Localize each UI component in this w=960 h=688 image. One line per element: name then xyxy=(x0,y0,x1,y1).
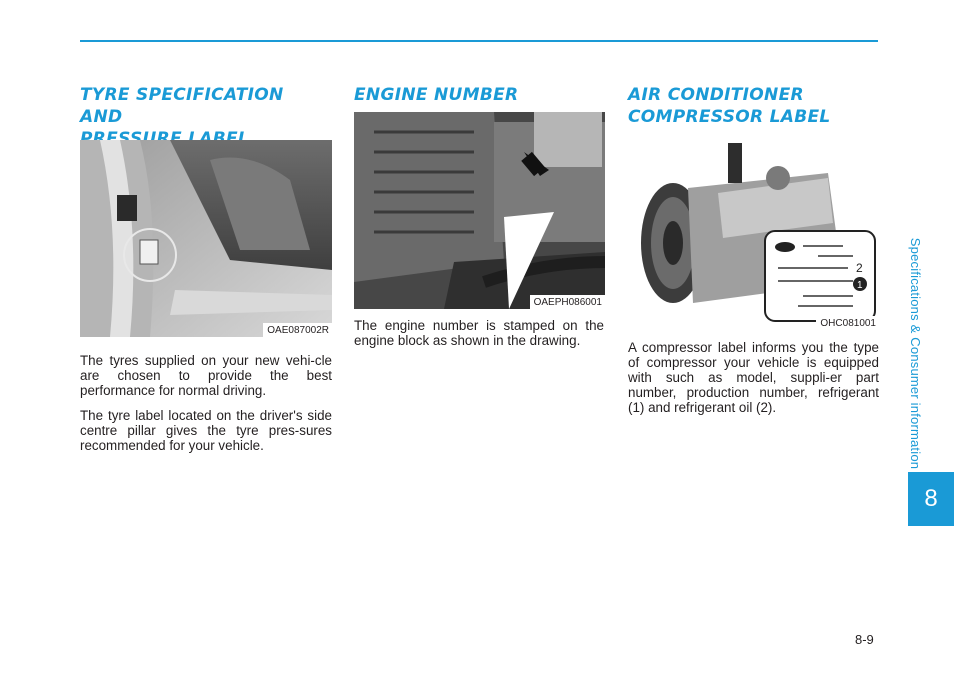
figure-tyre-pillar: OAE087002R xyxy=(80,140,332,337)
header-rule xyxy=(80,40,878,42)
section-title: ENGINE NUMBER xyxy=(354,85,519,105)
compressor-illustration: 2 1 xyxy=(628,133,879,330)
page-number: 8-9 xyxy=(855,632,874,647)
paragraph: The tyre label located on the driver's s… xyxy=(80,408,332,453)
figure-compressor: 2 1 OHC081001 xyxy=(628,133,879,330)
chapter-number: 8 xyxy=(924,485,938,512)
label-marker-2: 2 xyxy=(856,261,863,275)
engine-bay-illustration xyxy=(354,112,605,309)
paragraph: The tyres supplied on your new vehi-cle … xyxy=(80,353,332,398)
chapter-side-title: Specifications & Consumer information xyxy=(908,237,924,469)
figure-engine-bay: OAEPH086001 xyxy=(354,112,605,309)
figure-code: OAE087002R xyxy=(263,323,332,337)
label-marker-1: 1 xyxy=(857,280,863,291)
section-engine-number: ENGINE NUMBER xyxy=(354,84,604,106)
paragraph: The engine number is stamped on the engi… xyxy=(354,318,604,348)
chapter-tab[interactable]: 8 xyxy=(908,472,954,526)
paragraph: A compressor label informs you the type … xyxy=(628,340,879,415)
tyre-pillar-illustration xyxy=(80,140,332,337)
figure-code: OHC081001 xyxy=(816,316,879,330)
figure-code: OAEPH086001 xyxy=(529,295,605,309)
